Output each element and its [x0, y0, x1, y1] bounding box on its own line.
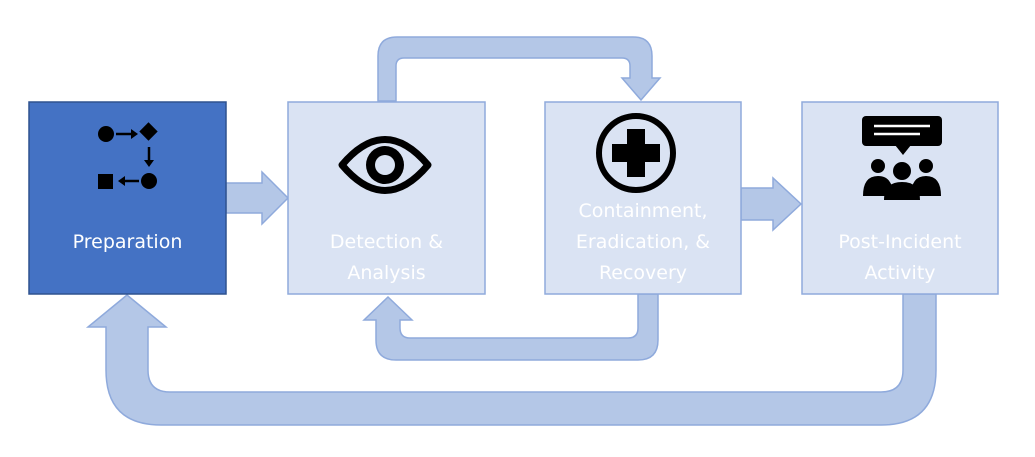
stage-label-containment: Containment, Eradication, & Recovery [545, 196, 741, 289]
stage-label-line: Recovery [598, 262, 688, 284]
stage-label-post-incident: Post-Incident Activity [802, 227, 998, 289]
stage-label-line: Analysis [347, 262, 426, 284]
arrow-prep-to-detection [225, 170, 290, 226]
stage-label-line: Activity [864, 262, 936, 284]
stage-label-line: Eradication, & [575, 231, 711, 253]
medical-cross-icon [596, 113, 676, 193]
stage-label-line: Post-Incident [838, 231, 962, 253]
arrow-detection-to-containment [377, 36, 662, 102]
stage-box-detection-analysis [287, 101, 486, 295]
stage-label-line: Preparation [72, 231, 183, 253]
arrow-containment-to-detection [362, 293, 659, 361]
stage-label-line: Detection & [329, 231, 444, 253]
flowchart-icon [98, 122, 158, 189]
stage-label-line: Containment, [578, 200, 708, 222]
stage-label-detection-analysis: Detection & Analysis [288, 227, 485, 289]
meeting-icon [862, 116, 942, 200]
arrow-post-to-preparation [85, 293, 937, 426]
eye-icon [338, 136, 432, 194]
arrow-containment-to-post [740, 176, 803, 232]
stage-label-preparation: Preparation [29, 227, 226, 258]
stage-box-preparation [28, 101, 227, 295]
